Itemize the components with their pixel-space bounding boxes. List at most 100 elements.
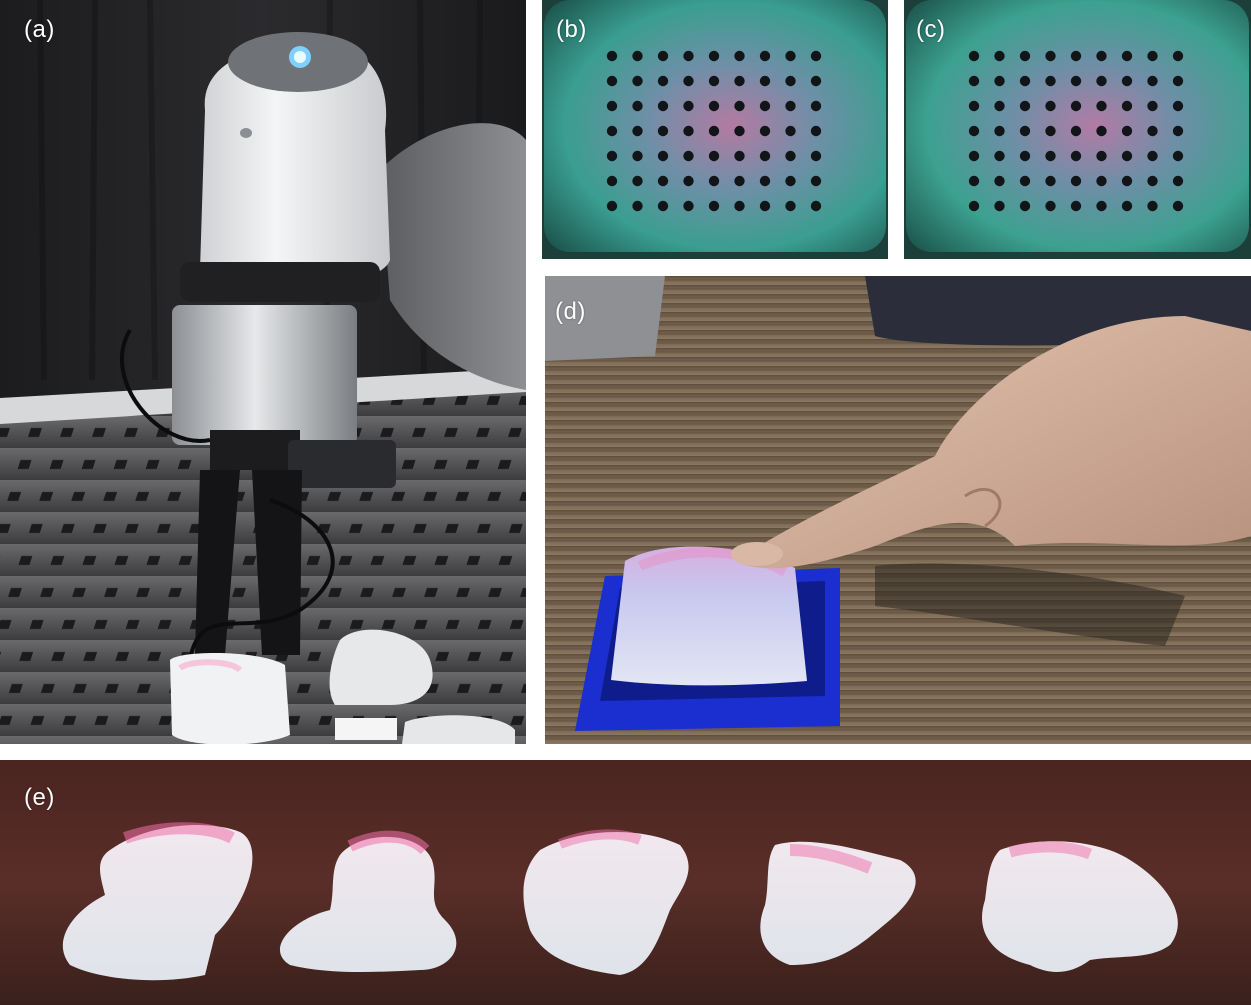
marker-dot: [994, 200, 1005, 212]
marker-dot: [606, 175, 618, 187]
marker-dot: [606, 50, 618, 62]
marker-dot: [606, 200, 618, 212]
marker-dot: [785, 150, 796, 162]
marker-dot: [1070, 75, 1082, 87]
marker-dot: [968, 75, 980, 87]
marker-dot: [734, 175, 745, 187]
marker-dot: [968, 50, 980, 62]
marker-dot: [1147, 100, 1158, 112]
marker-dot: [994, 50, 1005, 62]
marker-dot: [968, 150, 980, 162]
panel-label-d: (d): [555, 298, 586, 325]
marker-dot: [683, 100, 694, 112]
panel-label-a: (a): [24, 16, 55, 43]
marker-dot: [734, 150, 745, 162]
tactile-image-b: [542, 0, 888, 259]
marker-dot: [708, 100, 720, 112]
marker-dot: [1045, 175, 1056, 187]
marker-dot: [632, 125, 643, 137]
marker-dot: [994, 175, 1005, 187]
marker-dot: [1172, 175, 1184, 187]
panel-label-c: (c): [916, 16, 946, 43]
marker-dot: [1121, 75, 1133, 87]
panel-label-b: (b): [556, 16, 587, 43]
panel-b-tactile-image: (b): [542, 0, 888, 259]
marker-dot: [1019, 50, 1031, 62]
sensor-shape-3: [523, 829, 689, 975]
marker-dot: [632, 150, 643, 162]
marker-dot: [968, 200, 980, 212]
marker-dot: [708, 200, 720, 212]
marker-dot: [1096, 150, 1107, 162]
marker-dot: [994, 125, 1005, 137]
panel-e-sensor-shapes: (e): [0, 760, 1251, 1005]
marker-dot: [1147, 200, 1158, 212]
marker-dot: [810, 200, 822, 212]
marker-dot: [1045, 150, 1056, 162]
marker-dot: [1147, 175, 1158, 187]
marker-dot: [1045, 50, 1056, 62]
marker-dot: [657, 200, 669, 212]
marker-dot: [810, 150, 822, 162]
marker-dot: [1019, 150, 1031, 162]
marker-dot: [810, 125, 822, 137]
marker-dot: [1045, 125, 1056, 137]
marker-dot: [759, 100, 771, 112]
marker-dot: [657, 175, 669, 187]
marker-dot: [1121, 175, 1133, 187]
marker-dot: [683, 50, 694, 62]
robot-gripper-photo: [0, 0, 526, 744]
panel-a-robot-gripper: (a): [0, 0, 526, 744]
marker-dot: [683, 200, 694, 212]
marker-dot: [968, 175, 980, 187]
sensor-shape-1: [62, 822, 253, 981]
marker-dot: [683, 75, 694, 87]
marker-dot: [1019, 175, 1031, 187]
marker-dot: [785, 175, 796, 187]
marker-dot: [759, 125, 771, 137]
marker-dot: [708, 50, 720, 62]
marker-dot: [734, 75, 745, 87]
marker-dot: [1019, 200, 1031, 212]
panel-d-finger-press: (d): [545, 276, 1251, 744]
marker-dot: [1096, 200, 1107, 212]
marker-dot: [1172, 75, 1184, 87]
marker-dot: [1070, 125, 1082, 137]
marker-dot: [606, 125, 618, 137]
marker-dot: [632, 175, 643, 187]
marker-dot: [1019, 100, 1031, 112]
marker-dot: [1070, 175, 1082, 187]
tactile-image-c: [904, 0, 1251, 259]
marker-dot: [734, 125, 745, 137]
marker-dot: [759, 50, 771, 62]
marker-dot: [1019, 75, 1031, 87]
marker-dot: [785, 50, 796, 62]
marker-dot: [785, 125, 796, 137]
marker-dot: [1147, 150, 1158, 162]
marker-dot: [968, 100, 980, 112]
marker-dot: [810, 75, 822, 87]
marker-dot: [1070, 200, 1082, 212]
marker-dot: [1096, 125, 1107, 137]
marker-dot: [810, 175, 822, 187]
marker-dot: [994, 100, 1005, 112]
sensor-shape-5: [982, 841, 1178, 972]
marker-dot: [1096, 75, 1107, 87]
marker-dot: [1172, 150, 1184, 162]
marker-dot: [810, 50, 822, 62]
marker-dot: [1121, 125, 1133, 137]
marker-dot: [1147, 50, 1158, 62]
marker-dot: [632, 200, 643, 212]
marker-dot: [759, 75, 771, 87]
marker-dot: [1045, 200, 1056, 212]
marker-dot: [657, 50, 669, 62]
marker-dot: [1070, 150, 1082, 162]
marker-dot: [1147, 75, 1158, 87]
marker-dot: [657, 100, 669, 112]
marker-dot: [606, 150, 618, 162]
marker-dot: [708, 150, 720, 162]
marker-dot: [683, 150, 694, 162]
marker-dot: [708, 125, 720, 137]
marker-dot: [785, 200, 796, 212]
marker-dot: [708, 175, 720, 187]
